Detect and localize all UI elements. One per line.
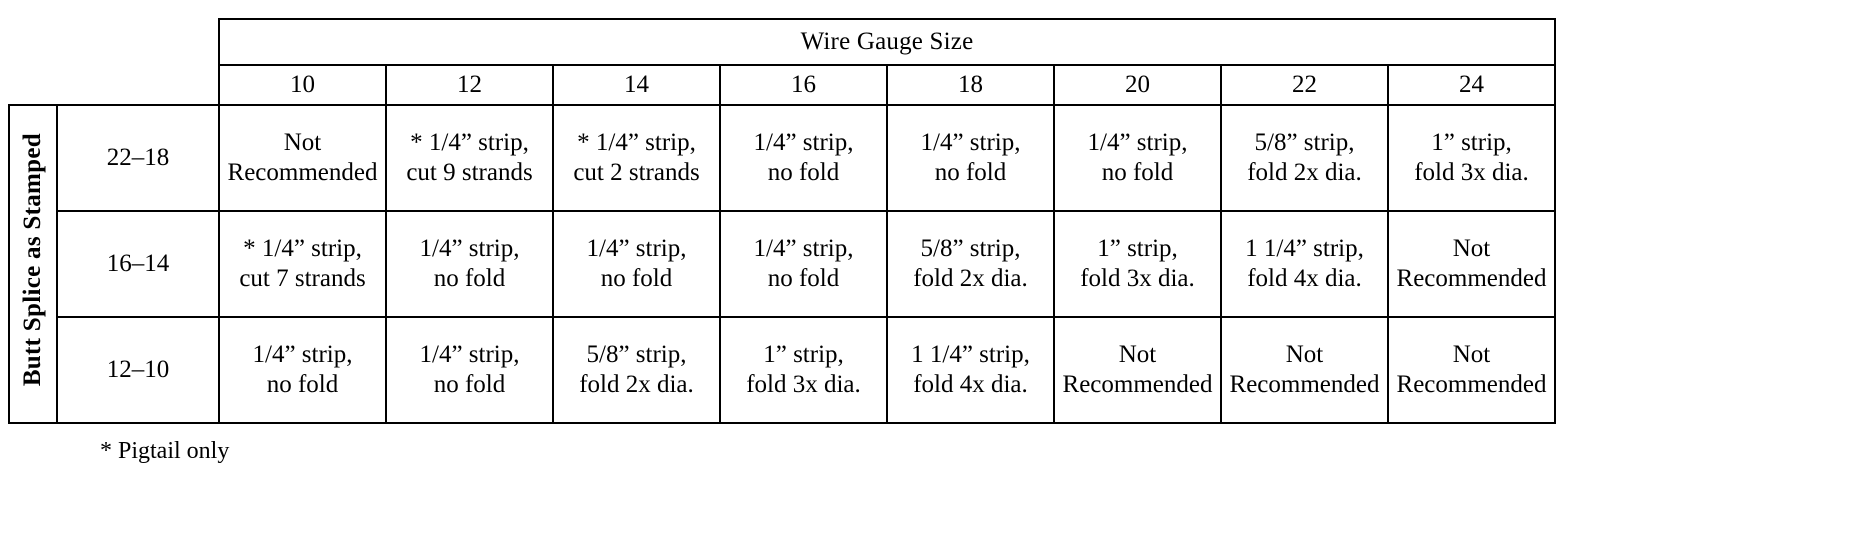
cell-line-2: fold 3x dia. xyxy=(746,371,861,398)
cell-r0-c7: 1” strip, fold 3x dia. xyxy=(1387,104,1556,212)
cell-r0-c6: 5/8” strip, fold 2x dia. xyxy=(1220,104,1389,212)
cell-r2-c3: 1” strip, fold 3x dia. xyxy=(719,316,888,424)
cell-r0-c2: * 1/4” strip, cut 2 strands xyxy=(552,104,721,212)
cell-r2-c6: Not Recommended xyxy=(1220,316,1389,424)
cell-line-2: cut 9 strands xyxy=(406,159,533,186)
cell-line-2: no fold xyxy=(433,371,506,398)
cell-line-1: 1 1/4” strip, xyxy=(911,340,1030,368)
cell-r2-c4: 1 1/4” strip, fold 4x dia. xyxy=(886,316,1055,424)
cell-r2-c1: 1/4” strip, no fold xyxy=(385,316,554,424)
column-header-10: 10 xyxy=(218,64,387,106)
column-header-20: 20 xyxy=(1053,64,1222,106)
table-row: 16–14 * 1/4” strip, cut 7 strands 1/4” s… xyxy=(9,210,1556,318)
corner-blank-b xyxy=(57,19,219,65)
cell-line-1: 1” strip, xyxy=(1097,234,1178,262)
cell-r2-c5: Not Recommended xyxy=(1053,316,1222,424)
cell-line-2: no fold xyxy=(433,265,506,292)
cell-line-1: Not xyxy=(283,128,322,156)
cell-line-2: no fold xyxy=(934,159,1007,186)
cell-r1-c7: Not Recommended xyxy=(1387,210,1556,318)
column-header-22: 22 xyxy=(1220,64,1389,106)
cell-line-2: fold 2x dia. xyxy=(579,371,694,398)
cell-line-1: Not xyxy=(1452,340,1491,368)
cell-line-1: 1” strip, xyxy=(1431,128,1512,156)
cell-line-1: 5/8” strip, xyxy=(1254,128,1355,156)
cell-r0-c0: Not Recommended xyxy=(218,104,387,212)
cell-line-2: Recommended xyxy=(1396,265,1547,292)
cell-line-2: Recommended xyxy=(227,159,378,186)
cell-line-2: Recommended xyxy=(1229,371,1380,398)
column-header-row: 10 12 14 16 18 20 22 24 xyxy=(9,64,1556,106)
cell-line-1: 1/4” strip, xyxy=(586,234,687,262)
cell-line-2: fold 2x dia. xyxy=(913,265,1028,292)
side-caption-label: Butt Splice as Stamped xyxy=(18,133,46,387)
cell-r1-c5: 1” strip, fold 3x dia. xyxy=(1053,210,1222,318)
corner-blank-a xyxy=(9,19,57,65)
cell-r1-c3: 1/4” strip, no fold xyxy=(719,210,888,318)
footnote-pigtail-only: * Pigtail only xyxy=(100,438,230,464)
group-header-wire-gauge-size: Wire Gauge Size xyxy=(218,18,1556,66)
cell-line-2: fold 3x dia. xyxy=(1414,159,1529,186)
cell-line-1: 1/4” strip, xyxy=(252,340,353,368)
cell-line-2: no fold xyxy=(767,265,840,292)
cell-line-2: no fold xyxy=(1101,159,1174,186)
cell-line-1: * 1/4” strip, xyxy=(410,128,529,156)
column-header-16: 16 xyxy=(719,64,888,106)
row-label-12-10: 12–10 xyxy=(56,316,220,424)
wire-gauge-table: Wire Gauge Size 10 12 14 16 18 20 22 24 … xyxy=(8,18,1556,424)
table-row: 12–10 1/4” strip, no fold 1/4” strip, no… xyxy=(9,316,1556,424)
cell-line-1: 1/4” strip, xyxy=(753,234,854,262)
cell-line-1: 5/8” strip, xyxy=(586,340,687,368)
cell-line-1: * 1/4” strip, xyxy=(577,128,696,156)
cell-line-2: no fold xyxy=(266,371,339,398)
cell-line-1: 1/4” strip, xyxy=(753,128,854,156)
cell-r0-c5: 1/4” strip, no fold xyxy=(1053,104,1222,212)
cell-line-1: 5/8” strip, xyxy=(920,234,1021,262)
cell-line-1: 1/4” strip, xyxy=(419,340,520,368)
cell-line-2: cut 2 strands xyxy=(573,159,700,186)
cell-line-2: fold 4x dia. xyxy=(913,371,1028,398)
cell-line-2: cut 7 strands xyxy=(239,265,366,292)
cell-r1-c1: 1/4” strip, no fold xyxy=(385,210,554,318)
cell-line-1: 1 1/4” strip, xyxy=(1245,234,1364,262)
cell-line-2: Recommended xyxy=(1396,371,1547,398)
cell-r0-c4: 1/4” strip, no fold xyxy=(886,104,1055,212)
cell-r2-c7: Not Recommended xyxy=(1387,316,1556,424)
cell-line-2: Recommended xyxy=(1062,371,1213,398)
cell-r1-c4: 5/8” strip, fold 2x dia. xyxy=(886,210,1055,318)
cell-line-1: 1/4” strip, xyxy=(920,128,1021,156)
cell-r0-c1: * 1/4” strip, cut 9 strands xyxy=(385,104,554,212)
cell-r1-c2: 1/4” strip, no fold xyxy=(552,210,721,318)
corner-blank-d xyxy=(57,65,219,105)
row-label-16-14: 16–14 xyxy=(56,210,220,318)
cell-line-1: * 1/4” strip, xyxy=(243,234,362,262)
column-header-24: 24 xyxy=(1387,64,1556,106)
corner-blank-c xyxy=(9,65,57,105)
cell-r2-c0: 1/4” strip, no fold xyxy=(218,316,387,424)
cell-line-1: 1/4” strip, xyxy=(419,234,520,262)
column-header-14: 14 xyxy=(552,64,721,106)
side-caption-butt-splice-as-stamped: Butt Splice as Stamped xyxy=(8,104,58,424)
cell-line-2: no fold xyxy=(600,265,673,292)
cell-r2-c2: 5/8” strip, fold 2x dia. xyxy=(552,316,721,424)
cell-r1-c0: * 1/4” strip, cut 7 strands xyxy=(218,210,387,318)
cell-line-1: 1” strip, xyxy=(763,340,844,368)
table-row: Butt Splice as Stamped 22–18 Not Recomme… xyxy=(8,104,1556,424)
cell-line-1: Not xyxy=(1118,340,1157,368)
cell-line-1: Not xyxy=(1452,234,1491,262)
cell-r1-c6: 1 1/4” strip, fold 4x dia. xyxy=(1220,210,1389,318)
cell-line-2: fold 3x dia. xyxy=(1080,265,1195,292)
group-header-row: Wire Gauge Size xyxy=(9,18,1556,66)
cell-line-1: 1/4” strip, xyxy=(1087,128,1188,156)
cell-line-2: no fold xyxy=(767,159,840,186)
cell-line-2: fold 2x dia. xyxy=(1247,159,1362,186)
row-label-22-18: 22–18 xyxy=(56,104,220,212)
column-header-12: 12 xyxy=(385,64,554,106)
column-header-18: 18 xyxy=(886,64,1055,106)
cell-line-1: Not xyxy=(1285,340,1324,368)
cell-line-2: fold 4x dia. xyxy=(1247,265,1362,292)
cell-r0-c3: 1/4” strip, no fold xyxy=(719,104,888,212)
